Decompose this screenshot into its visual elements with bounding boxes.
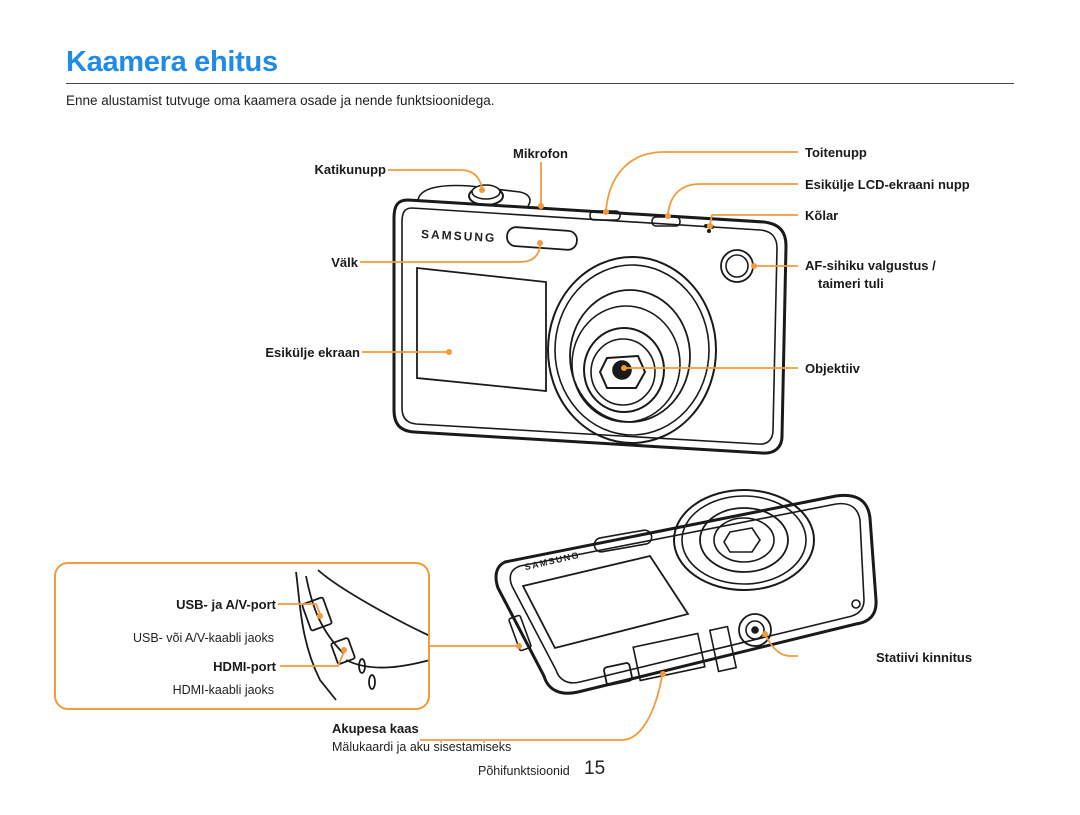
label-af-line2: taimeri tuli [818,276,884,291]
front-camera [392,184,788,455]
label-objektiiv: Objektiiv [805,361,860,376]
title-rule [66,83,1014,84]
label-usb: USB- ja A/V-port [176,597,276,612]
callout-lines [278,151,798,741]
label-ekraan: Esikülje ekraan [265,345,360,360]
bottom-camera [494,489,878,695]
page-title: Kaamera ehitus [66,46,278,78]
page-number: 15 [584,758,606,779]
label-hdmi-desc: HDMI-kaabli jaoks [172,683,274,697]
label-af-line1: AF-sihiku valgustus / [805,258,936,273]
label-toitenupp: Toitenupp [805,145,867,160]
label-usb-desc: USB- või A/V-kaabli jaoks [132,631,274,645]
label-hdmi: HDMI-port [213,659,276,674]
footer-section: Põhifunktsioonid [478,764,570,778]
port-inset-frame [54,562,430,710]
label-mikrofon: Mikrofon [513,146,568,161]
callout-dots [317,187,768,677]
label-akupesa: Akupesa kaas [332,721,419,736]
label-kolar: Kõlar [805,208,839,223]
label-akupesa-desc: Mälukaardi ja aku sisestamiseks [332,740,512,754]
label-valk: Välk [331,255,358,270]
label-katikunupp: Katikunupp [314,162,387,177]
intro-text: Enne alustamist tutvuge oma kaamera osad… [66,93,495,108]
label-statiivi: Statiivi kinnitus [876,650,973,665]
label-lcd-nupp: Esikülje LCD-ekraani nupp [805,177,970,192]
